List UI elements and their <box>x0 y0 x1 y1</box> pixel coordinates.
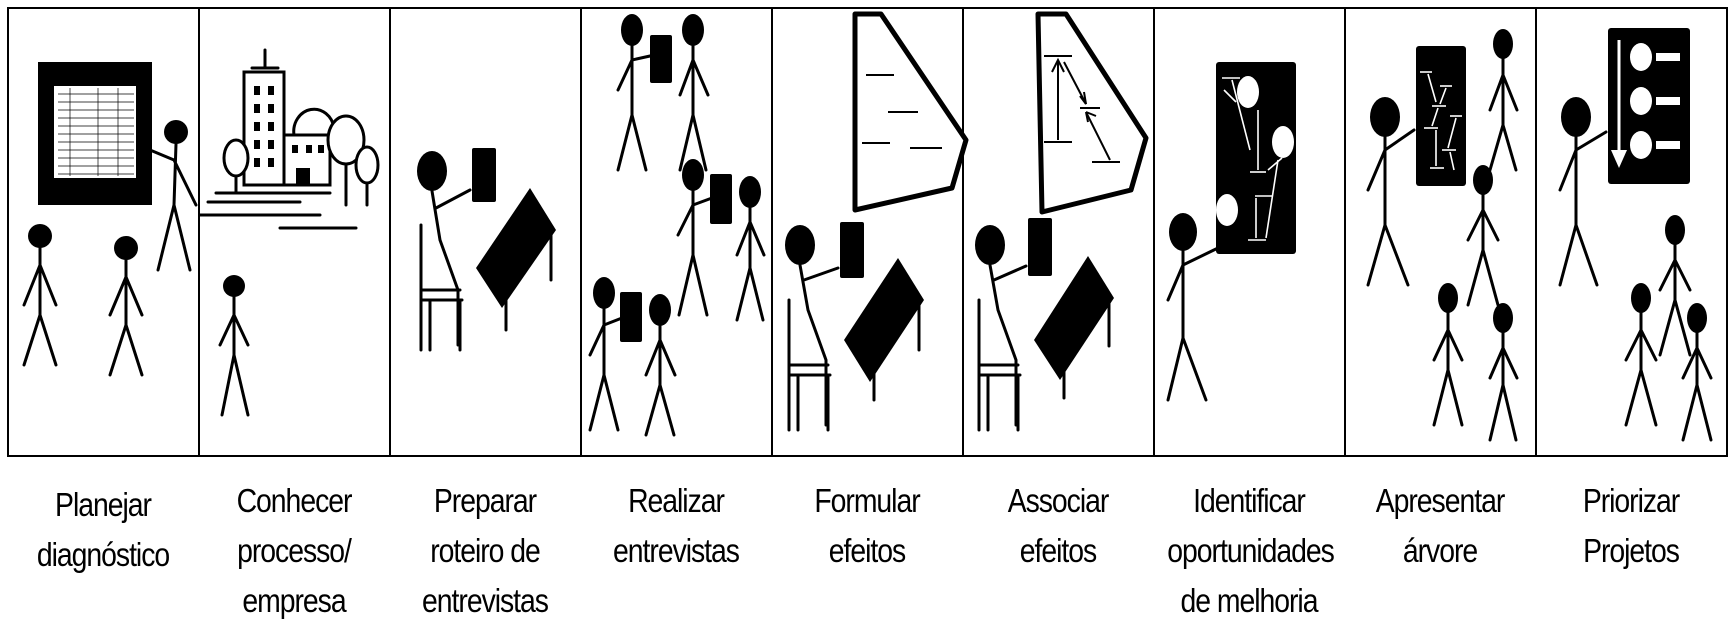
presentation-icon <box>22 62 198 377</box>
company-building-icon <box>198 48 380 417</box>
tree-presentation-icon <box>1366 29 1519 442</box>
step-label-identificar: Identificar oportunidades de melhoria <box>1167 482 1335 619</box>
effect-tree-board-icon <box>1166 62 1296 402</box>
step-label-realizar: Realizar entrevistas <box>613 482 740 569</box>
step-label-formular: Formular efeitos <box>814 482 920 569</box>
person-at-desk-icon <box>417 148 556 352</box>
panel-frame <box>7 7 1728 457</box>
associated-effects-board-icon <box>975 11 1149 432</box>
step-label-planejar: Planejar diagnóstico <box>36 486 170 573</box>
step-label-preparar: Preparar roteiro de entrevistas <box>422 482 549 619</box>
step-label-associar: Associar efeitos <box>1007 482 1110 569</box>
step-label-apresentar: Apresentar árvore <box>1375 482 1506 569</box>
prioritized-list-icon <box>1558 28 1713 442</box>
step-label-conhecer: Conhecer processo/ empresa <box>236 482 353 619</box>
panel-dividers <box>198 8 1537 456</box>
effects-board-icon <box>785 11 969 432</box>
interview-pairs-icon <box>588 14 766 437</box>
step-label-priorizar: Priorizar Projetos <box>1582 482 1680 569</box>
